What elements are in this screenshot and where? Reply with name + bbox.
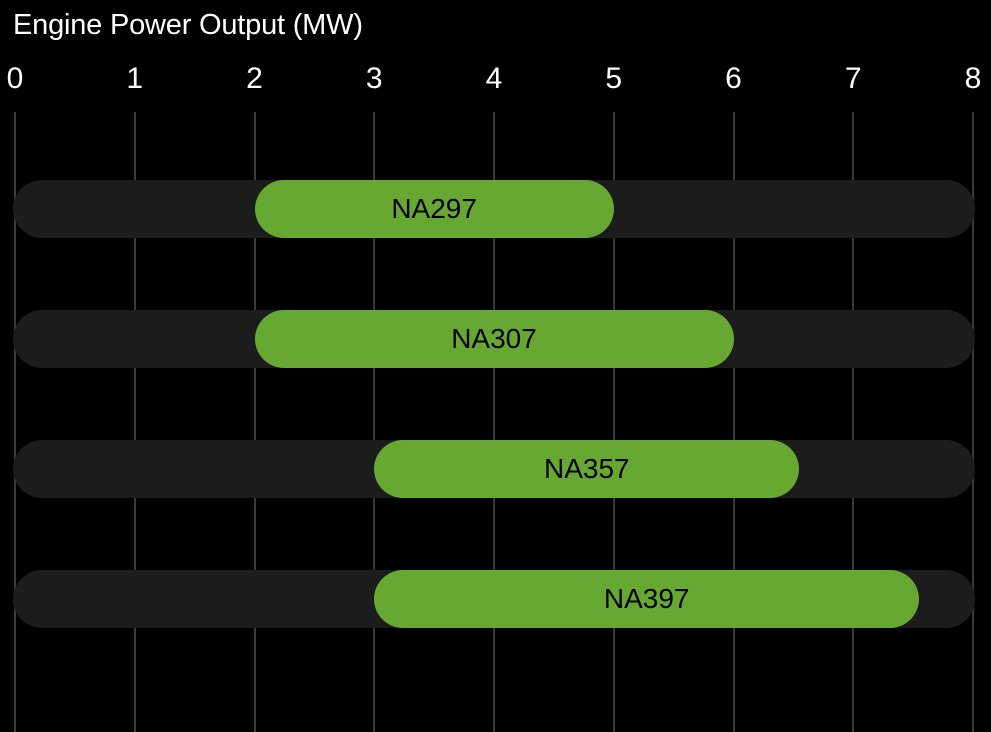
gridline bbox=[133, 112, 136, 732]
x-axis-tick-label: 3 bbox=[365, 62, 383, 95]
gridline bbox=[732, 112, 735, 732]
gridline bbox=[493, 112, 495, 732]
bar-label: NA397 bbox=[603, 583, 690, 614]
gridline bbox=[253, 112, 256, 732]
bar-value[interactable] bbox=[254, 180, 614, 238]
bar-value[interactable] bbox=[374, 570, 920, 628]
gridline bbox=[972, 112, 974, 732]
bar-row[interactable]: NA297 bbox=[0, 180, 991, 238]
x-axis-tick-label: 4 bbox=[485, 62, 503, 95]
bar-label: NA307 bbox=[451, 323, 537, 354]
bar-value[interactable] bbox=[374, 440, 800, 498]
bar-row[interactable]: NA357 bbox=[0, 440, 991, 498]
gridline bbox=[14, 112, 16, 732]
x-axis-tick-label: 0 bbox=[6, 62, 24, 95]
bar-row[interactable]: NA307 bbox=[0, 310, 991, 368]
x-axis-tick-label: 1 bbox=[126, 62, 144, 95]
gridline bbox=[612, 112, 615, 732]
gridline bbox=[373, 112, 376, 732]
x-axis-tick-label: 8 bbox=[964, 62, 982, 95]
x-axis-tick-label: 6 bbox=[725, 62, 742, 95]
bar-label: NA297 bbox=[391, 193, 477, 224]
x-axis-tick-label: 2 bbox=[246, 62, 263, 95]
bar-label: NA357 bbox=[543, 453, 630, 484]
x-axis-tick-label: 5 bbox=[605, 62, 623, 95]
bar-value[interactable] bbox=[254, 310, 734, 368]
x-axis-tick-label: 7 bbox=[844, 62, 862, 95]
gridline bbox=[852, 112, 855, 732]
chart-title: Engine Power Output (MW) bbox=[13, 9, 363, 41]
bar-row[interactable]: NA397 bbox=[0, 570, 991, 628]
